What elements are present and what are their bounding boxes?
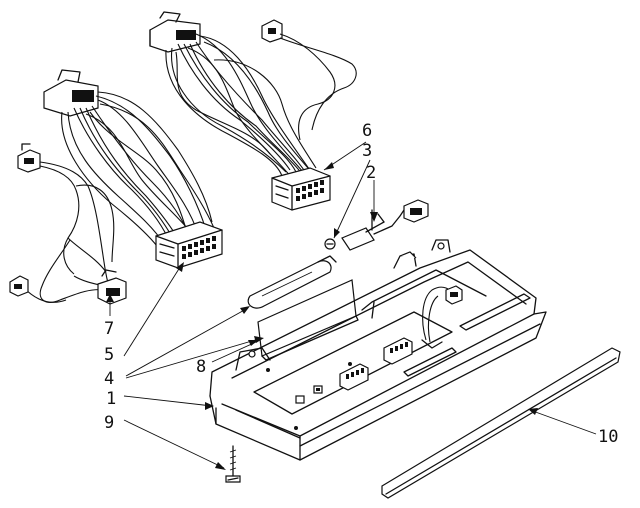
harness-upper-side-connector bbox=[261, 19, 283, 43]
indicator-small-1 bbox=[266, 362, 352, 430]
callout-7: 7 bbox=[104, 319, 114, 339]
harness-left-bottom-connector bbox=[155, 221, 223, 269]
harness-small-top-connector bbox=[17, 143, 41, 173]
wire-harness-small bbox=[9, 143, 127, 305]
callout-5: 5 bbox=[104, 345, 114, 365]
callout-6: 6 bbox=[362, 121, 372, 141]
screw-mounting bbox=[225, 445, 241, 483]
harness-small-wires bbox=[23, 161, 115, 303]
callout-8: 8 bbox=[196, 357, 206, 377]
leader-lines bbox=[106, 141, 597, 470]
harness-small-left-connector bbox=[9, 275, 29, 297]
fuse-assembly bbox=[341, 199, 429, 251]
wire-harness-left bbox=[43, 69, 223, 269]
screw-small bbox=[324, 238, 336, 250]
callout-3: 3 bbox=[362, 141, 372, 161]
trim-strip bbox=[381, 347, 621, 499]
callout-1: 1 bbox=[106, 389, 116, 409]
fuse-body bbox=[341, 227, 375, 251]
callout-2: 2 bbox=[366, 163, 376, 183]
callout-labels: 6 3 2 7 5 8 4 1 9 10 bbox=[104, 121, 618, 447]
harness-upper-top-connector bbox=[149, 11, 201, 53]
control-housing bbox=[209, 239, 547, 461]
callout-9: 9 bbox=[104, 413, 114, 433]
callout-4: 4 bbox=[104, 369, 114, 389]
harness-small-right-connector bbox=[97, 269, 127, 305]
harness-upper-bottom-connector bbox=[271, 167, 331, 211]
harness-upper-wire-bundle bbox=[165, 33, 357, 181]
housing-internal-wire bbox=[421, 285, 463, 349]
wire-harness-upper bbox=[149, 11, 357, 211]
switch-block-left bbox=[339, 363, 369, 391]
lamp-tube bbox=[247, 255, 337, 309]
harness-left-wire-bundle bbox=[61, 91, 215, 251]
harness-left-top-connector bbox=[43, 69, 99, 117]
switch-block-right bbox=[383, 337, 413, 365]
callout-10: 10 bbox=[598, 427, 618, 447]
